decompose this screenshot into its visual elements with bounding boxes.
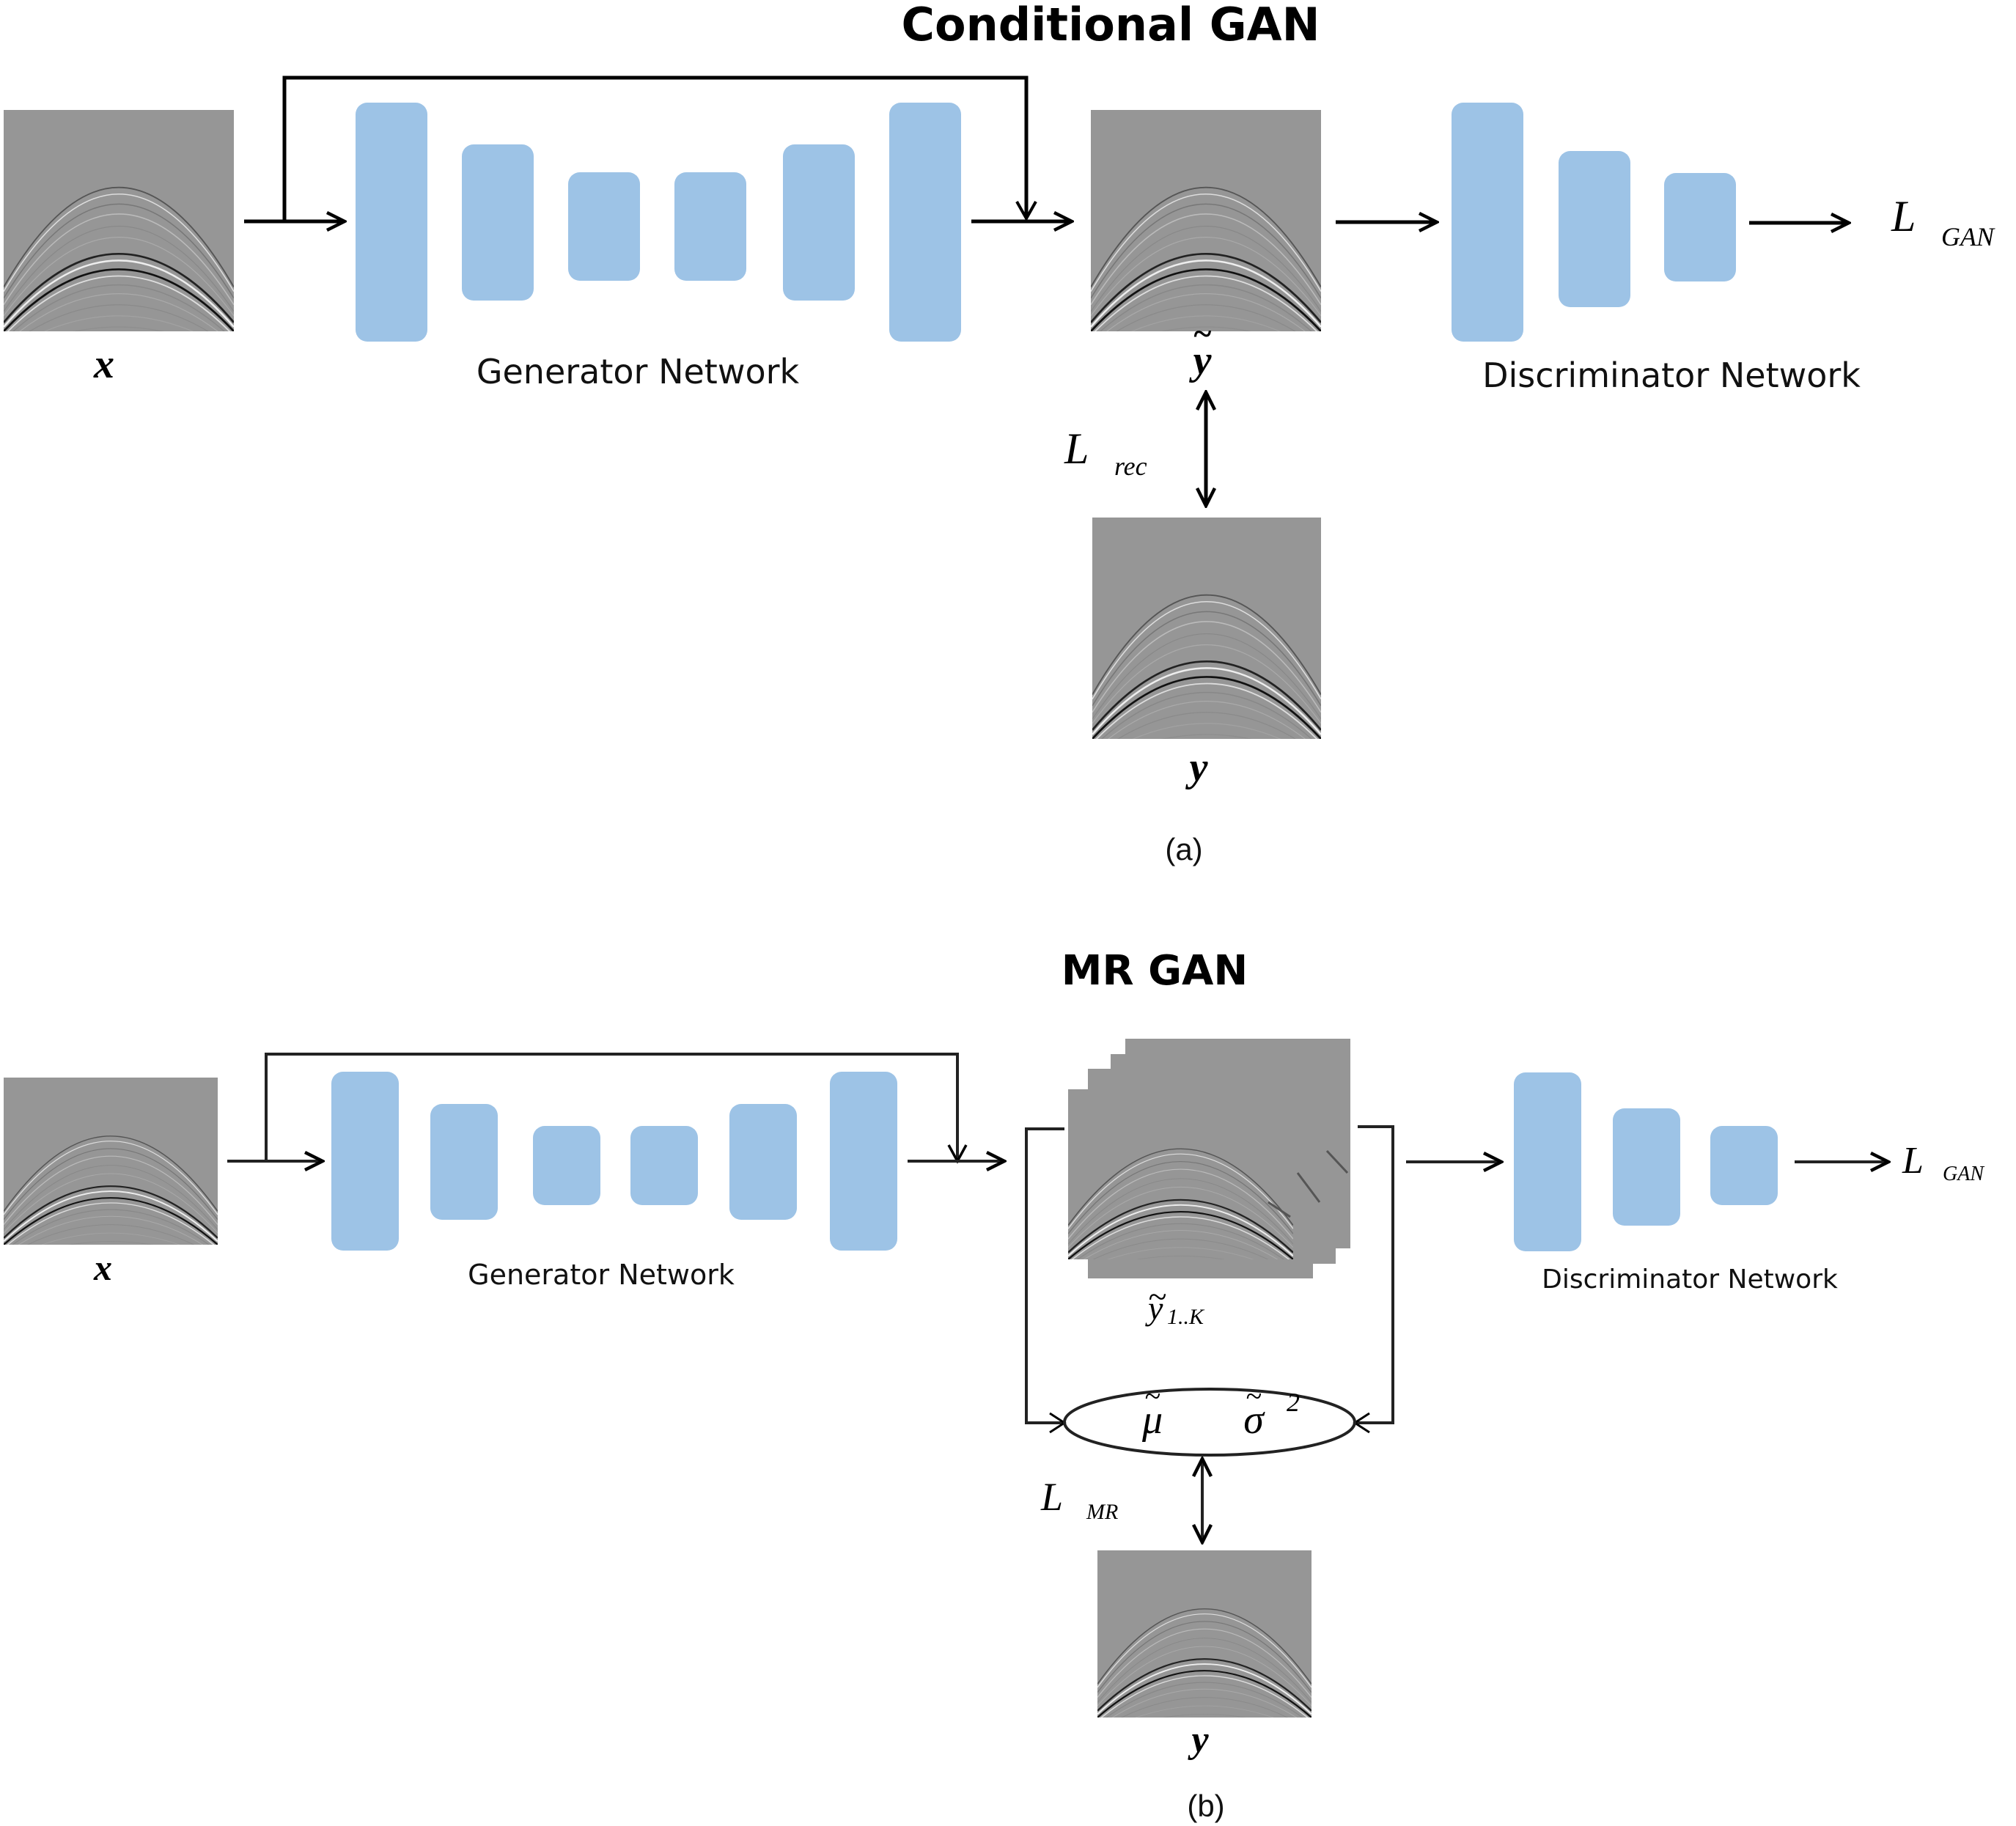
target-seismic-image: [1092, 518, 1321, 739]
generator-layer: [889, 103, 961, 342]
generator-network: [331, 1072, 897, 1251]
generator-layer: [630, 1126, 698, 1205]
generator-layer: [674, 172, 746, 281]
discriminator-layer: [1664, 173, 1736, 281]
panel-a-caption: (a): [1165, 832, 1202, 866]
generated-label: y: [1189, 338, 1213, 383]
mean-tilde: ~: [1144, 1380, 1160, 1413]
generator-layer: [830, 1072, 897, 1251]
generator-layer: [783, 144, 855, 301]
loss-mr-subscript: MR: [1086, 1500, 1118, 1524]
generated-tilde: ~: [1193, 314, 1212, 352]
loss-gan-symbol: L: [1891, 192, 1916, 240]
generator-layer: [356, 103, 427, 342]
sample-artifacts: [1268, 1149, 1349, 1218]
right-connector-line: [1356, 1125, 1394, 1424]
discriminator-layer: [1452, 103, 1523, 342]
loss-rec-subscript: rec: [1114, 452, 1147, 481]
loss-gan-subscript: GAN: [1941, 222, 1995, 251]
panel-b-title: MR GAN: [1062, 947, 1248, 995]
skip-connection-line: [265, 1053, 959, 1160]
discriminator-network: [1452, 103, 1736, 342]
sample-front-image: [1068, 1089, 1293, 1259]
generator-layer: [462, 144, 534, 301]
generator-label: Generator Network: [477, 352, 800, 391]
stacked-generated-samples: [1068, 1039, 1350, 1278]
generator-layer: [430, 1104, 498, 1220]
discriminator-network: [1514, 1072, 1778, 1251]
generator-layer: [331, 1072, 399, 1251]
variance-power: 2: [1287, 1388, 1300, 1417]
samples-subscript: 1..K: [1167, 1305, 1205, 1329]
loss-gan-subscript: GAN: [1943, 1163, 1984, 1185]
generator-label: Generator Network: [468, 1259, 735, 1291]
generator-layer: [533, 1126, 600, 1205]
target-label: y: [1185, 745, 1209, 790]
samples-tilde: ~: [1148, 1278, 1166, 1315]
loss-rec-symbol: L: [1064, 424, 1089, 473]
panel-b-caption: (b): [1187, 1789, 1224, 1823]
generator-network: [356, 103, 961, 342]
target-seismic-image: [1097, 1550, 1311, 1718]
panel-a: Conditional GAN x Generator Network ~ y: [4, 0, 1995, 866]
input-label: x: [93, 342, 114, 387]
discriminator-label: Discriminator Network: [1482, 356, 1861, 395]
discriminator-label: Discriminator Network: [1542, 1264, 1838, 1295]
skip-arrow-head: [1015, 201, 1037, 222]
generator-layer: [568, 172, 640, 281]
panel-a-title: Conditional GAN: [902, 0, 1320, 51]
discriminator-layer: [1613, 1108, 1680, 1226]
variance-symbol: σ: [1243, 1397, 1265, 1443]
discriminator-layer: [1710, 1126, 1778, 1205]
generator-layer: [729, 1104, 797, 1220]
discriminator-layer: [1514, 1072, 1581, 1251]
loss-mr-symbol: L: [1040, 1475, 1063, 1519]
samples-label: y: [1145, 1289, 1163, 1327]
panel-b: MR GAN x Generator Network ~ y 1..K: [4, 947, 1984, 1823]
moments-ellipse: [1063, 1388, 1356, 1457]
discriminator-layer: [1559, 151, 1630, 307]
loss-gan-symbol: L: [1902, 1140, 1924, 1182]
input-seismic-image: [4, 110, 234, 331]
left-connector-line: [1025, 1127, 1064, 1424]
input-seismic-image: [4, 1078, 218, 1245]
variance-tilde: ~: [1246, 1380, 1262, 1413]
target-label: y: [1187, 1719, 1209, 1761]
skip-connection-line: [282, 76, 1029, 221]
mean-symbol: μ: [1141, 1397, 1163, 1443]
input-label: x: [93, 1247, 112, 1288]
